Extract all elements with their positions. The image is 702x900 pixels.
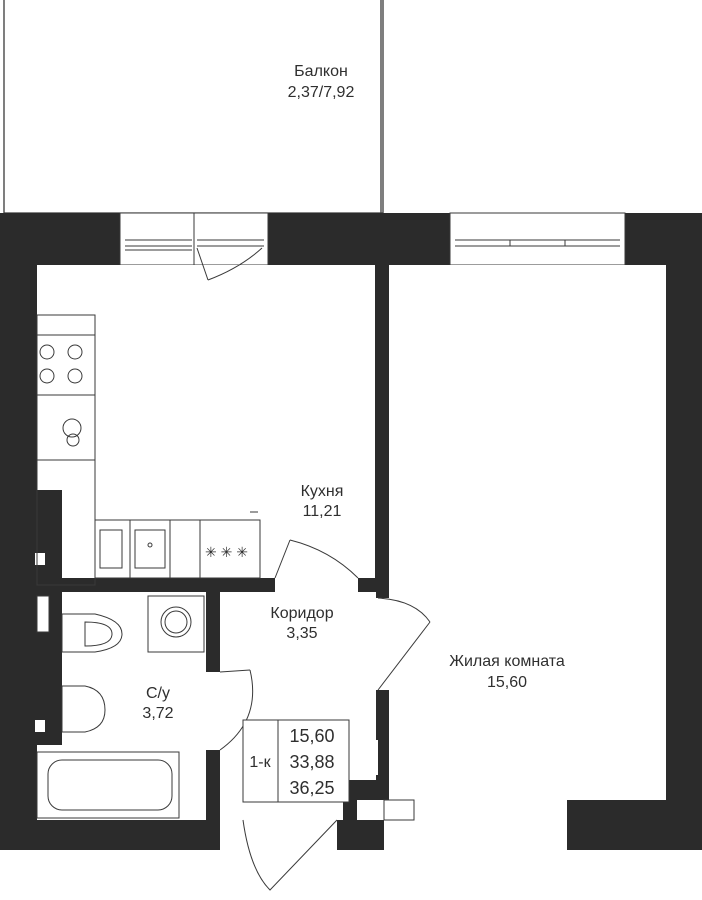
living-room-area: 15,60 xyxy=(487,674,527,691)
left-wall-window xyxy=(36,595,50,633)
bathroom-area: 3,72 xyxy=(142,705,173,722)
corridor-name: Коридор xyxy=(270,605,333,622)
living-room-name: Жилая комната xyxy=(449,653,565,670)
stove-burners: ✳ ✳ ✳ xyxy=(205,544,248,560)
balcony-area: 2,37/7,92 xyxy=(288,84,355,101)
kitchen-name: Кухня xyxy=(301,483,344,500)
total-with-balcony-value: 36,25 xyxy=(289,778,334,798)
window-frames xyxy=(125,213,620,265)
summary-box xyxy=(242,719,350,803)
bathroom-fixtures xyxy=(36,595,205,819)
living-area-value: 15,60 xyxy=(289,726,334,746)
corridor-niche xyxy=(383,799,415,821)
bathroom-door xyxy=(219,669,254,751)
walls xyxy=(0,213,702,850)
svg-text:✳ ✳ ✳: ✳ ✳ ✳ xyxy=(205,544,248,560)
balcony-outline xyxy=(3,0,384,214)
kitchen-area: 11,21 xyxy=(303,503,342,520)
living-door xyxy=(377,597,431,691)
bathroom-name: С/у xyxy=(146,685,170,702)
entrance-door xyxy=(242,819,338,891)
kitchen-fixtures xyxy=(36,314,261,586)
total-area-value: 33,88 xyxy=(289,752,334,772)
balcony-name: Балкон xyxy=(294,63,348,80)
corridor-area: 3,35 xyxy=(286,625,317,642)
kitchen-door xyxy=(274,539,359,579)
balcony-door xyxy=(196,247,263,281)
apartment-type: 1-к xyxy=(249,754,271,771)
